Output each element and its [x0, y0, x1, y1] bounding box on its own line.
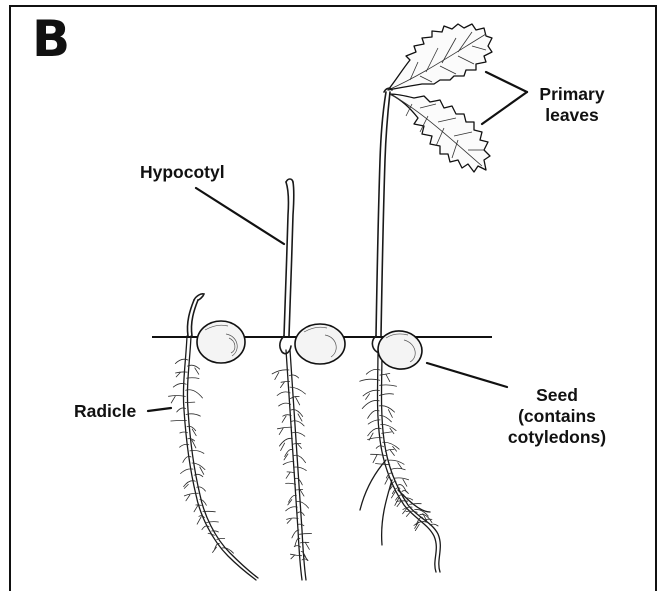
root-hair — [277, 392, 290, 396]
root-hair — [415, 524, 419, 530]
root-hair — [300, 490, 304, 497]
radicle-label: Radicle — [74, 401, 136, 422]
root-hair — [169, 395, 186, 396]
root-hair — [386, 374, 390, 382]
primary-leaves-label-line1: Primary — [532, 84, 612, 105]
root-hair — [394, 478, 408, 480]
primary-leaves-leader-lower — [482, 92, 527, 124]
root-hair — [286, 472, 290, 478]
primary-leaves-label: Primary leaves — [532, 84, 612, 126]
root-hair — [410, 504, 422, 505]
seedling-3-radicle — [378, 350, 437, 572]
root-hair — [402, 491, 409, 494]
seed-label: Seed (contains cotyledons) — [504, 385, 610, 448]
root-hair — [286, 483, 296, 484]
root-hair — [277, 427, 292, 429]
root-hair — [415, 509, 429, 516]
root-hair — [373, 455, 377, 463]
root-hair — [285, 449, 293, 456]
root-hair — [300, 542, 309, 543]
seedling-1-seed — [197, 321, 245, 363]
primary-leaf-upper — [388, 24, 492, 90]
root-hair — [393, 446, 397, 451]
root-hair — [406, 511, 417, 512]
root-hair — [176, 372, 188, 373]
seed-leader — [427, 363, 507, 387]
root-hair — [287, 518, 299, 519]
root-hair — [362, 400, 379, 408]
primary-leaves-leader-upper — [486, 72, 527, 92]
root-hair — [376, 446, 383, 449]
root-hair — [289, 375, 298, 378]
root-hair — [280, 382, 284, 388]
root-hair — [385, 449, 394, 451]
hypocotyl-label: Hypocotyl — [140, 162, 225, 183]
root-hair — [398, 463, 402, 469]
root-hair — [293, 455, 305, 462]
root-hair — [296, 397, 300, 405]
seed-label-line3: cotyledons) — [504, 427, 610, 448]
root-hair — [187, 426, 196, 430]
root-hair — [176, 373, 180, 377]
root-hair — [291, 555, 295, 559]
seed-label-line1: Seed — [504, 385, 610, 406]
seedling-2-hypocotyl — [284, 182, 288, 336]
root-hair — [194, 505, 198, 512]
root-hair — [197, 517, 201, 524]
root-hair — [292, 421, 305, 426]
root-hair — [292, 432, 305, 436]
root-hair — [195, 368, 199, 374]
root-hair — [272, 370, 289, 374]
root-hair — [275, 372, 279, 379]
root-hair — [390, 450, 394, 455]
root-hair — [175, 359, 188, 363]
seedling-2 — [272, 179, 345, 580]
root-hair — [294, 467, 306, 471]
root-hair — [283, 461, 294, 464]
root-hair — [290, 396, 299, 398]
root-hair — [279, 438, 292, 446]
hypocotyl-leader — [196, 188, 284, 244]
root-hair — [287, 519, 291, 523]
root-hair — [298, 444, 302, 449]
root-hair — [199, 516, 205, 518]
root-hair — [192, 440, 196, 448]
root-hair — [403, 479, 407, 486]
seedling-1-radicle — [183, 336, 256, 580]
primary-leaves-label-line2: leaves — [532, 105, 612, 126]
root-hair — [279, 403, 291, 406]
root-hair — [171, 396, 175, 403]
radicle-leader — [148, 408, 171, 411]
root-hair — [212, 531, 219, 532]
root-hair — [186, 495, 190, 501]
root-hair — [390, 428, 394, 434]
seedling-2-seed — [295, 324, 345, 364]
root-hair — [391, 468, 405, 469]
root-hair — [296, 489, 303, 490]
root-hair — [207, 522, 219, 523]
root-hair — [279, 428, 283, 435]
root-hair — [291, 410, 303, 417]
root-hair — [388, 410, 392, 418]
root-hair — [388, 460, 404, 464]
root-hair — [213, 547, 217, 552]
root-hair — [299, 534, 311, 535]
seedling-2-radicle — [286, 350, 302, 580]
root-hair — [366, 394, 370, 400]
root-hair — [360, 379, 380, 381]
root-hair — [294, 546, 301, 547]
root-hair — [425, 519, 432, 520]
root-hair — [380, 415, 392, 421]
root-hair — [305, 543, 309, 550]
root-hair — [297, 501, 309, 508]
root-hair — [406, 512, 410, 517]
seedling-3 — [360, 24, 492, 572]
seedling-3-seed — [376, 328, 425, 372]
seed-label-line2: (contains — [504, 406, 610, 427]
root-hair — [282, 416, 286, 422]
root-hair — [286, 507, 298, 511]
root-hair — [397, 501, 401, 506]
root-hair — [371, 454, 387, 456]
